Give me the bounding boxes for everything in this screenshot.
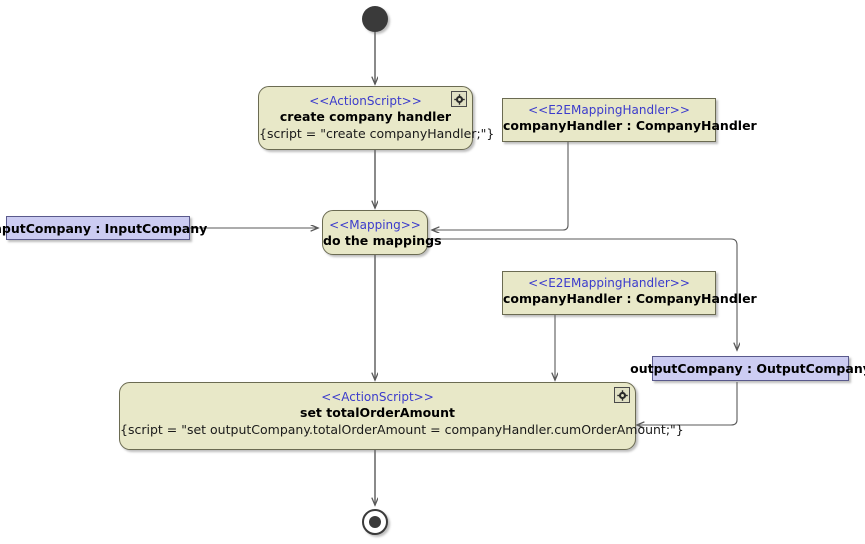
pin-output-company[interactable]: outputCompany : OutputCompany: [630, 356, 865, 381]
gear-icon[interactable]: [614, 387, 630, 403]
object-stereotype-bottom: <<E2EMappingHandler>>: [528, 276, 690, 290]
gear-icon[interactable]: [451, 91, 467, 107]
object-stereotype-top: <<E2EMappingHandler>>: [528, 103, 690, 117]
edge-output-company-to-set-total: [637, 382, 738, 425]
action-stereotype: <<ActionScript>>: [309, 94, 422, 108]
edge-handler-top-to-mapping: [432, 142, 569, 230]
set-total-script: {script = "set outputCompany.totalOrderA…: [120, 422, 684, 437]
object-name-top: companyHandler : CompanyHandler: [503, 118, 757, 133]
object-company-handler-bottom[interactable]: <<E2EMappingHandler>> companyHandler : C…: [502, 271, 757, 315]
object-name-bottom: companyHandler : CompanyHandler: [503, 291, 757, 306]
set-total-name: set totalOrderAmount: [300, 405, 455, 420]
pin-input-company[interactable]: inputCompany : InputCompany: [0, 216, 207, 240]
action-do-the-mappings[interactable]: <<Mapping>> do the mappings: [322, 210, 442, 255]
activity-final-node[interactable]: [362, 509, 388, 535]
action-set-total-order-amount[interactable]: <<ActionScript>> set totalOrderAmount {s…: [119, 382, 684, 450]
action-script: {script = "create companyHandler;"}: [259, 126, 495, 141]
action-create-company-handler[interactable]: <<ActionScript>> create company handler …: [258, 86, 495, 150]
action-name: create company handler: [279, 109, 452, 124]
object-company-handler-top[interactable]: <<E2EMappingHandler>> companyHandler : C…: [502, 98, 757, 142]
initial-node[interactable]: [362, 6, 388, 32]
mapping-stereotype: <<Mapping>>: [329, 218, 421, 232]
mapping-name: do the mappings: [323, 233, 442, 248]
set-total-stereotype: <<ActionScript>>: [321, 390, 434, 404]
